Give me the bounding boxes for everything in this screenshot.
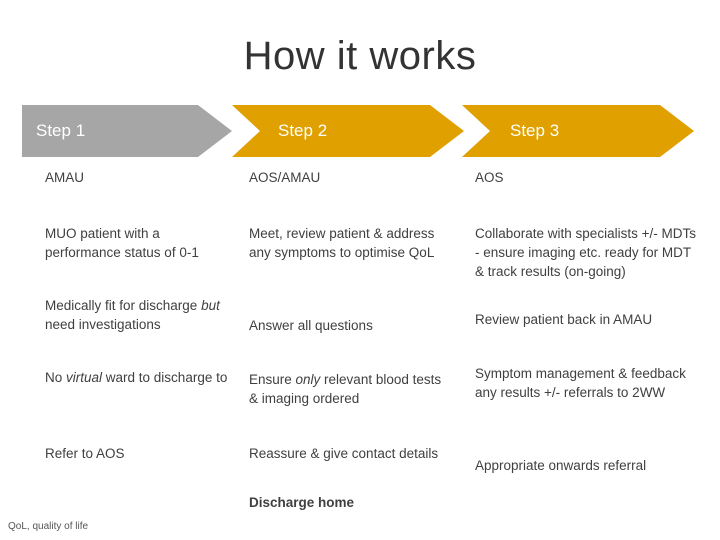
step-1-banner: Step 1 — [22, 105, 232, 157]
column-2-item-3: Ensure only relevant blood tests & imagi… — [249, 372, 442, 406]
column-2-item-5: Discharge home — [249, 495, 355, 510]
column-1-item-1: MUO patient with a performance status of… — [45, 226, 199, 260]
column-1-heading: AMAU — [45, 170, 85, 185]
column-1-item-4: Refer to AOS — [45, 446, 125, 461]
column-3-heading: AOS — [475, 170, 504, 185]
column-3-item-2: Review patient back in AMAU — [475, 312, 653, 327]
page-title: How it works — [243, 34, 477, 78]
column-3-item-4: Appropriate onwards referral — [475, 458, 647, 473]
step-2-banner: Step 2 — [232, 105, 464, 157]
column-2-heading: AOS/AMAU — [249, 170, 321, 185]
step-3-label: Step 3 — [510, 121, 560, 140]
column-1-item-3: No virtual ward to discharge to — [45, 370, 228, 385]
column-1-item-2: Medically fit for discharge but need inv… — [45, 298, 220, 332]
column-3-item-1: Collaborate with specialists +/- MDTs - … — [475, 226, 696, 279]
column-2-item-1: Meet, review patient & address any sympt… — [249, 226, 435, 260]
column-3-item-3: Symptom management & feedback any result… — [475, 366, 686, 400]
step-1-label: Step 1 — [36, 121, 86, 140]
step-2-label: Step 2 — [278, 121, 328, 140]
column-2-item-4: Reassure & give contact details — [249, 446, 439, 461]
step-3-banner: Step 3 — [462, 105, 694, 157]
column-2-item-2: Answer all questions — [249, 318, 373, 333]
footnote: QoL, quality of life — [8, 521, 89, 532]
